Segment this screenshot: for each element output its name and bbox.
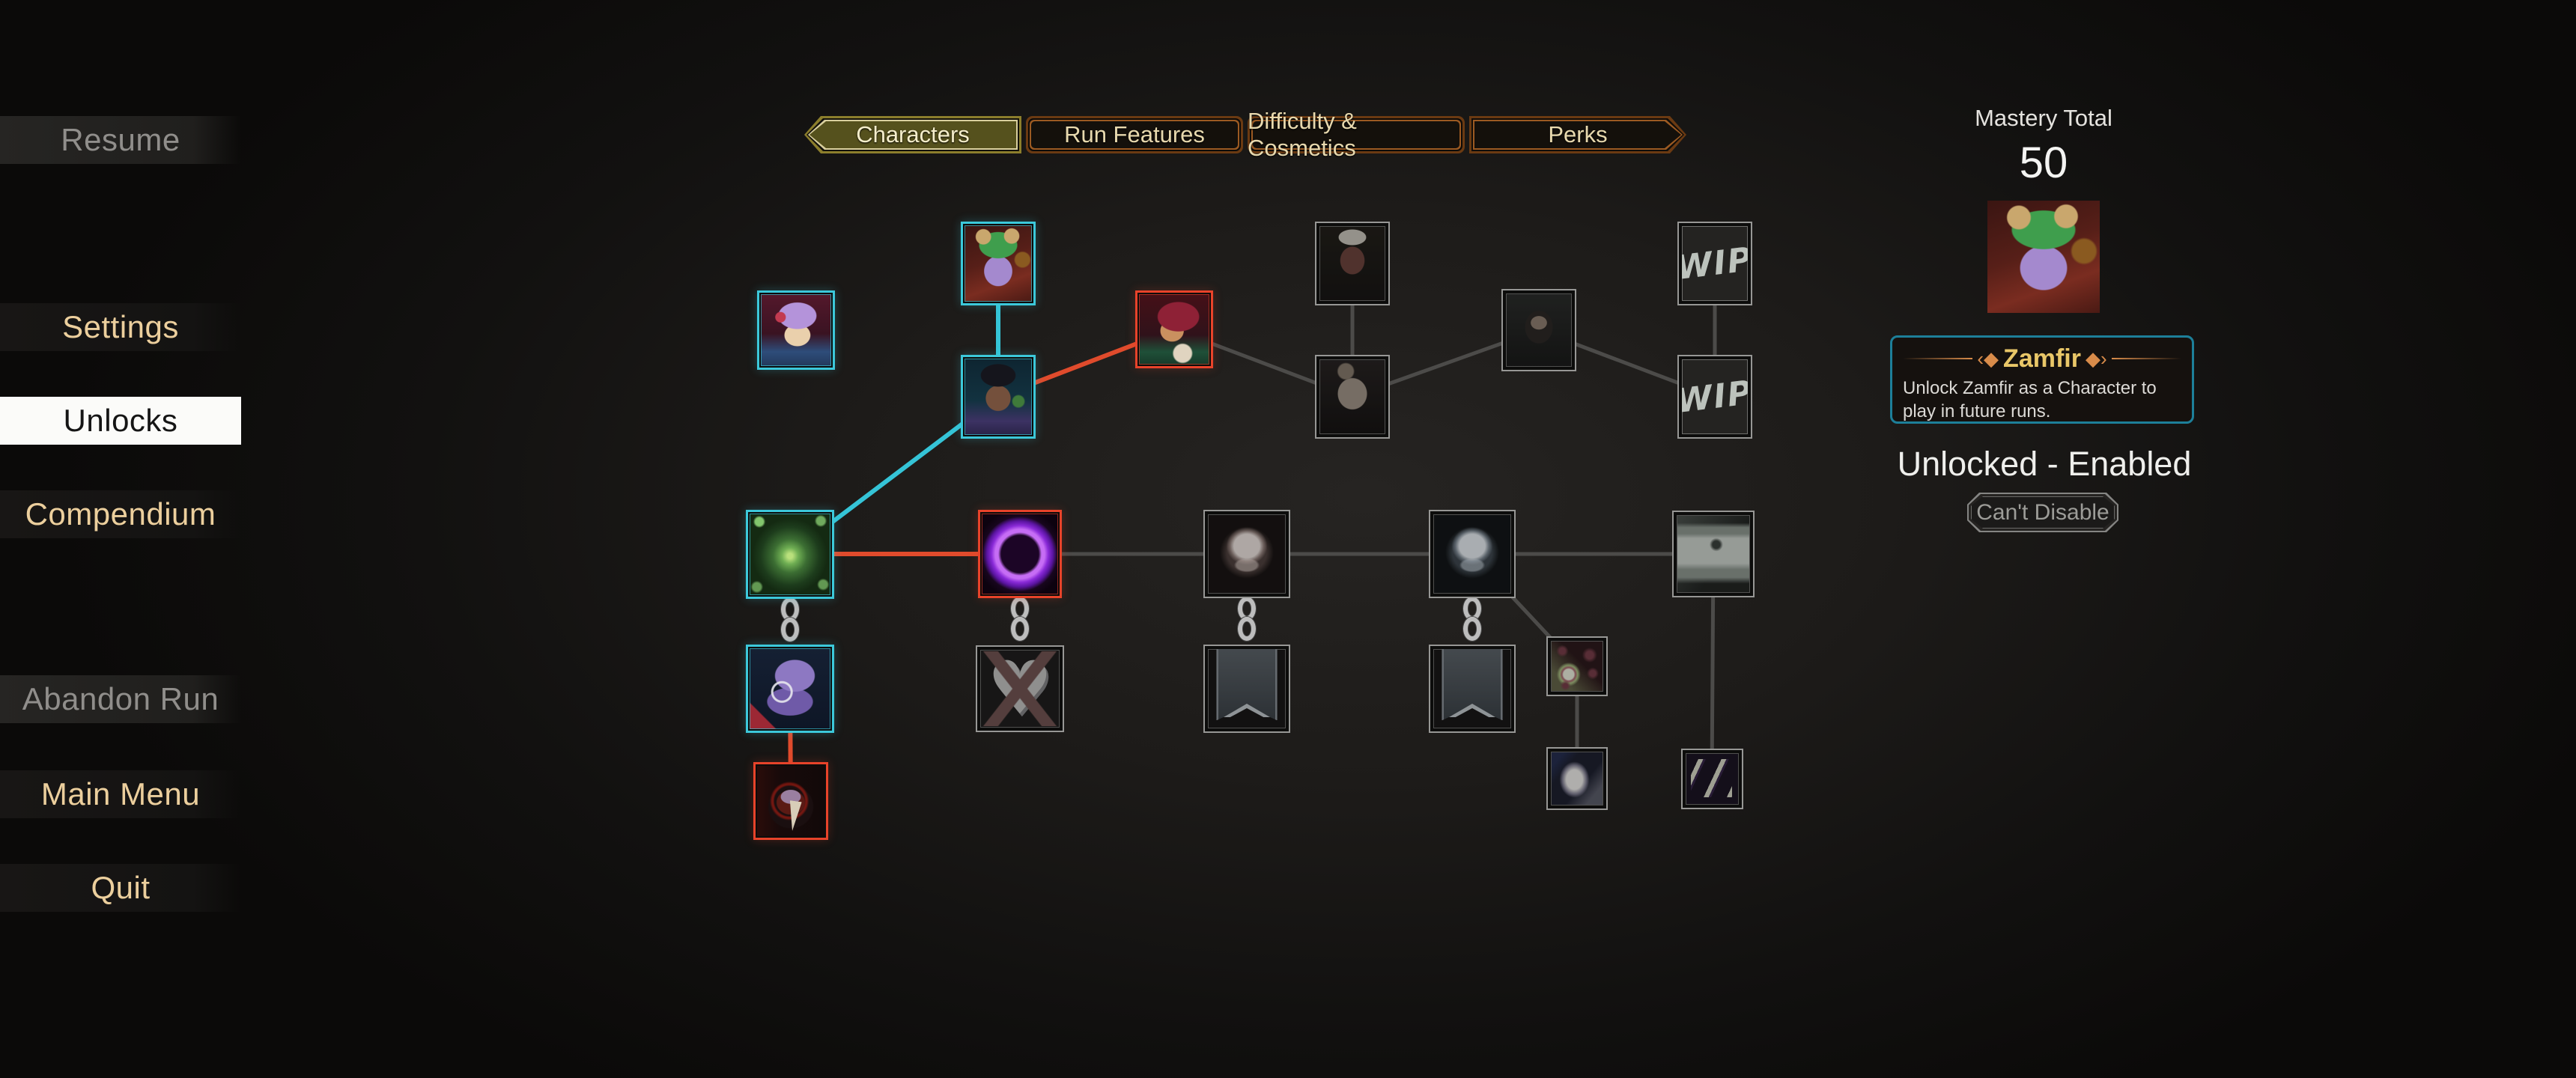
sidebar-item-label: Compendium [25,496,216,532]
chain-link-icon [1463,597,1481,641]
green-orb-icon [750,513,830,595]
cant-disable-button[interactable]: Can't Disable [1967,493,2118,532]
tab-label: Run Features [1064,121,1205,147]
octopus-node[interactable] [746,645,834,733]
wip-icon: WIP [1682,226,1748,301]
banner-icon [1208,649,1286,728]
orb-node[interactable] [746,509,834,599]
sidebar-item-resume[interactable]: Resume [0,116,241,164]
wip2-node[interactable]: WIP [1677,355,1752,439]
sidebar-item-label: Abandon Run [22,681,219,716]
cant-disable-label: Can't Disable [1976,499,2109,525]
tiefling-portrait-icon [1319,226,1385,301]
halfling-node[interactable] [757,290,835,370]
comet-node[interactable] [1546,636,1608,696]
halfling-portrait-icon [761,294,831,366]
tab-characters[interactable]: Characters [804,116,1021,153]
crossed-heart-icon [980,650,1060,728]
sidebar-item-main-menu[interactable]: Main Menu [0,770,241,818]
wip-label: WIP [1682,373,1748,421]
zamfir-portrait [1987,201,2100,313]
sidebar-item-label: Quit [91,870,151,905]
heart-node[interactable] [976,645,1064,732]
sidebar-item-label: Settings [62,309,179,344]
purple-portal-icon [982,514,1058,594]
sidebar-item-label: Main Menu [40,776,201,811]
skull-scroll-icon [1677,515,1750,593]
redhood-node[interactable] [753,762,828,840]
comet-icon [1551,641,1603,692]
zamfir-node[interactable] [961,222,1036,305]
dark-elf-portrait-icon [965,359,1032,435]
node-tooltip: ‹◆ Zamfir ◆› Unlock Zamfir as a Characte… [1890,335,2194,424]
darkelf-node[interactable] [961,355,1036,439]
chain-link-icon [1011,597,1029,641]
skull1-node[interactable] [1203,510,1290,598]
wip1-node[interactable]: WIP [1677,222,1752,305]
dragonborn-node[interactable] [1315,355,1390,439]
wip-label: WIP [1682,240,1748,287]
tab-perks[interactable]: Perks [1469,116,1686,153]
sidebar-item-compendium[interactable]: Compendium [0,490,241,538]
zamfir-portrait-icon [965,225,1032,302]
mastery-total-value: 50 [2019,138,2068,187]
banner2-node[interactable] [1429,645,1516,733]
diamond-ornament-icon: ◆› [2085,347,2107,370]
tab-frame [1031,121,1238,148]
octopus-professor-icon [750,648,830,729]
tab-label: Characters [856,121,970,147]
tooltip-title: Zamfir [2003,344,2081,373]
sidebar-item-quit[interactable]: Quit [0,864,241,912]
portal-node[interactable] [978,510,1062,598]
sidebar-item-label: Unlocks [63,403,178,438]
chain-link-icon [1238,597,1256,641]
pink-skull-icon [1208,514,1286,594]
brawler-node[interactable] [1135,290,1213,368]
skull2-node[interactable] [1429,510,1516,598]
tiefling-node[interactable] [1315,222,1390,305]
tooltip-description: Unlock Zamfir as a Character to play in … [1903,378,2157,421]
red-hooded-figure-icon [757,766,824,836]
banner1-node[interactable] [1203,645,1290,733]
sidebar-item-abandon-run[interactable]: Abandon Run [0,675,241,723]
tab-frame [1253,121,1459,148]
claw-node[interactable] [1680,748,1743,809]
sidebar-item-label: Resume [61,122,180,157]
white-wing-flame-icon [1551,752,1603,806]
scroll-node[interactable] [1672,511,1755,597]
sidebar-item-settings[interactable]: Settings [0,303,241,351]
brawler-portrait-icon [1139,294,1209,365]
tooltip-title-row: ‹◆ Zamfir ◆› [1903,342,2182,375]
tab-frame [1474,121,1681,148]
wing-node[interactable] [1546,747,1608,810]
button-frame [1971,496,2115,529]
claw-marks-icon [1685,752,1739,805]
sidebar-item-unlocks[interactable]: Unlocks [0,397,241,445]
chain-link-icon [781,597,799,642]
tab-run-features[interactable]: Run Features [1026,116,1243,153]
banner-icon [1433,649,1511,728]
bearded-node[interactable] [1501,289,1576,371]
dragonborn-portrait-icon [1319,359,1385,434]
tooltip-ornament-line [2111,358,2182,359]
bearded-man-portrait-icon [1506,293,1572,367]
diamond-ornament-icon: ‹◆ [1977,347,1999,370]
tab-frame [809,121,1016,148]
unlock-status-text: Unlocked - Enabled [1897,445,2192,483]
blue-skull-icon [1433,514,1511,594]
tooltip-ornament-line [1903,358,1973,359]
tab-label: Perks [1548,121,1608,147]
wip-icon: WIP [1682,359,1748,434]
mastery-total-label: Mastery Total [1975,105,2112,131]
